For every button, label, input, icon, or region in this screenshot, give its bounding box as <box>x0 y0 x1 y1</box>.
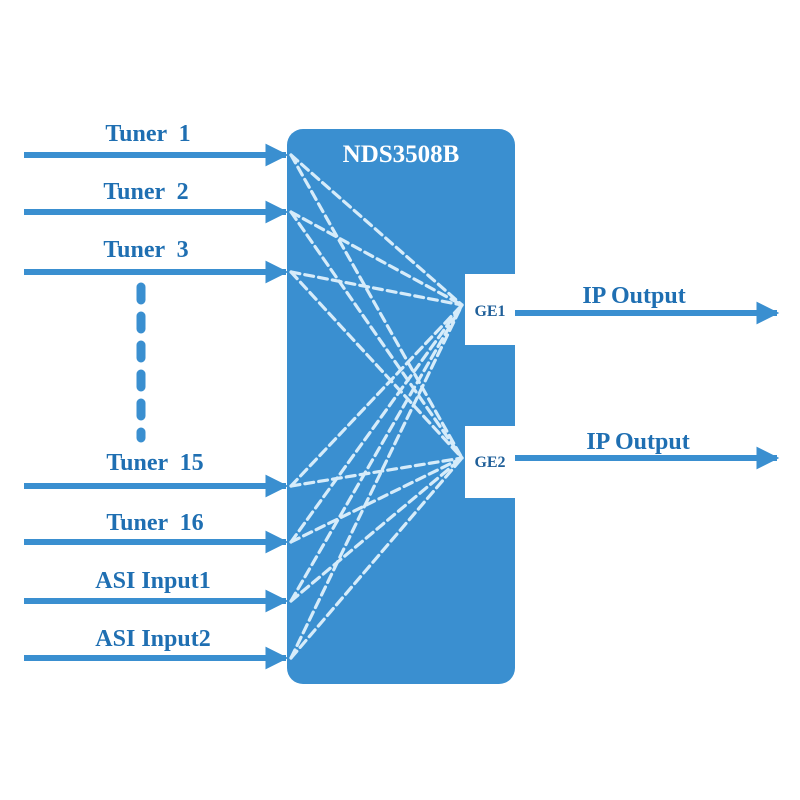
input-arrows <box>24 143 289 670</box>
internal-connections <box>289 153 464 660</box>
input-label-asi-input1: ASI Input1 <box>95 568 210 594</box>
input-label-tuner-16: Tuner 16 <box>106 510 203 536</box>
input-label-tuner-3: Tuner 3 <box>103 237 188 263</box>
port-ge2-box <box>465 426 515 498</box>
device-box <box>287 129 515 684</box>
port-ge2-label: GE2 <box>474 454 505 471</box>
input-label-asi-input2: ASI Input2 <box>95 626 210 652</box>
device-title: NDS3508B <box>343 141 460 168</box>
input-label-tuner-1: Tuner 1 <box>105 121 190 147</box>
port-ge1-box <box>465 274 515 345</box>
output-label-ge1: IP Output <box>582 283 685 309</box>
input-label-tuner-15: Tuner 15 <box>106 450 203 476</box>
port-ge1-label: GE1 <box>474 303 505 320</box>
output-label-ge2: IP Output <box>586 429 689 455</box>
input-label-tuner-2: Tuner 2 <box>103 179 188 205</box>
output-arrows <box>515 301 780 470</box>
